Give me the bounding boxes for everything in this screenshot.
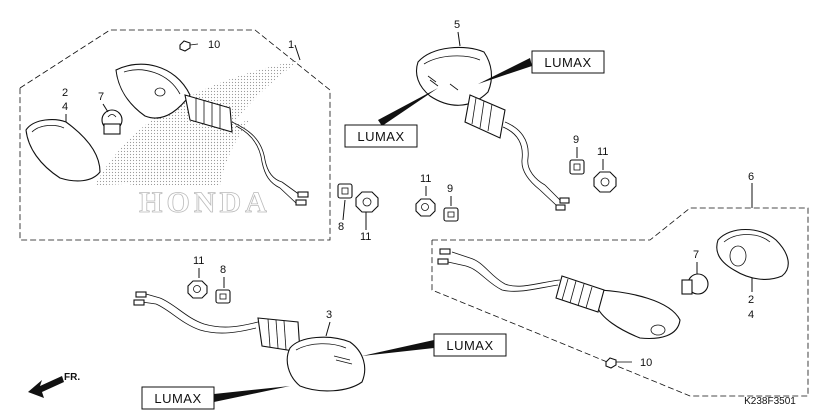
label-11-bottom: 11	[193, 255, 204, 267]
grommet-part	[337, 183, 353, 199]
winker-assembly-front-left	[115, 63, 309, 206]
nut-part	[187, 280, 208, 299]
part-code: K238F3501	[744, 396, 796, 407]
grommet-part	[569, 159, 585, 175]
label-9-center: 9	[447, 183, 453, 195]
label-4-left: 4	[62, 101, 68, 113]
label-7-left: 7	[98, 91, 104, 103]
label-6: 6	[748, 171, 754, 183]
nut-part	[355, 191, 379, 213]
honda-watermark-text: HONDA	[139, 186, 271, 219]
label-8-bottom: 8	[220, 264, 226, 276]
winker-assembly-rear-right	[133, 291, 366, 392]
label-11-right: 11	[597, 146, 608, 158]
bulb-part	[101, 109, 123, 135]
label-7-right: 7	[693, 249, 699, 261]
lumax-label-bottom-left: LUMAX	[154, 391, 201, 406]
label-11-mid: 11	[360, 231, 371, 243]
grommet-part	[215, 289, 231, 304]
label-2-right: 2	[748, 294, 754, 306]
label-11-center: 11	[420, 173, 431, 185]
label-1: 1	[288, 39, 294, 51]
label-5: 5	[454, 19, 460, 31]
label-4-right: 4	[748, 309, 754, 321]
lumax-callout-top-right: LUMAX	[478, 50, 605, 84]
lumax-callout-bottom-left: LUMAX	[141, 386, 290, 410]
group-front-right-winker: 6	[431, 171, 809, 397]
lumax-callout-top-left: LUMAX	[344, 88, 438, 148]
group-outline-right	[431, 207, 809, 397]
lumax-callout-bottom-right: LUMAX	[362, 333, 507, 357]
winker-assembly-rear-left	[415, 46, 570, 211]
grommet-part	[443, 207, 459, 222]
label-10-top: 10	[208, 39, 220, 51]
screw-part	[605, 357, 632, 369]
screw-part	[179, 40, 199, 52]
fr-label: FR.	[64, 372, 80, 383]
label-8-mid: 8	[338, 221, 344, 233]
lumax-label-top-right: LUMAX	[544, 55, 591, 70]
label-9-right: 9	[573, 134, 579, 146]
label-2-left: 2	[62, 87, 68, 99]
lumax-label-bottom-right: LUMAX	[446, 338, 493, 353]
label-10-bottom: 10	[640, 357, 652, 369]
nut-part	[593, 171, 617, 193]
group-front-left-winker: HONDA 10 1	[19, 29, 331, 241]
nut-part	[415, 198, 436, 217]
front-direction-arrow: FR.	[28, 372, 80, 398]
lens-part-left	[25, 119, 101, 182]
lumax-label-top-left: LUMAX	[357, 129, 404, 144]
label-3: 3	[326, 309, 332, 321]
